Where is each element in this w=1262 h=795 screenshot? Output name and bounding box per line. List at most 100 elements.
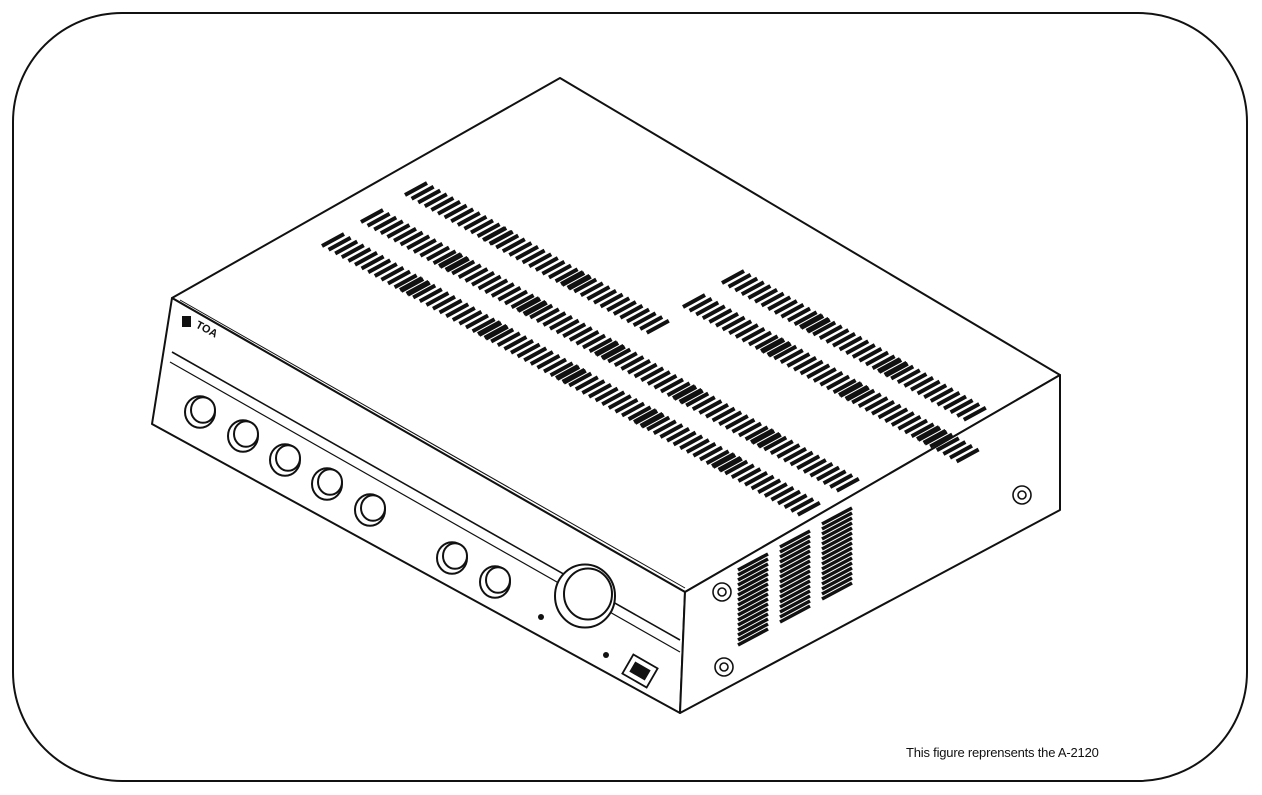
vent-slot <box>741 326 766 343</box>
vent-slot <box>727 272 752 289</box>
vent-slot <box>779 604 811 624</box>
vent-slot <box>805 316 830 333</box>
vent-slot <box>825 328 850 344</box>
vent-slot <box>548 263 572 280</box>
vent-slot <box>896 368 921 385</box>
vent-slot <box>406 234 431 251</box>
vent-slot <box>568 326 593 342</box>
vent-slot <box>757 478 782 495</box>
vent-slot <box>816 465 840 482</box>
vent-slot <box>562 322 587 339</box>
vent-slot <box>890 364 915 381</box>
vent-slot <box>438 252 462 268</box>
vent-slot <box>731 417 756 434</box>
vent-slot <box>554 267 579 284</box>
vent-slot <box>737 562 769 582</box>
vent-slot <box>734 323 759 339</box>
vent-slot <box>871 399 895 416</box>
vent-slot <box>737 552 769 572</box>
vent-slot <box>883 360 908 377</box>
vent-slot <box>393 273 418 290</box>
vent-slot <box>543 357 567 374</box>
power-switch <box>621 653 659 689</box>
vent-slot <box>451 306 476 322</box>
vent-slot <box>581 379 606 395</box>
vent-slot <box>821 576 853 596</box>
vent-slot <box>821 511 853 531</box>
vent-slot <box>711 452 735 468</box>
vent-slot <box>763 482 788 498</box>
amplifier-side-panel <box>679 374 1061 714</box>
vent-slot <box>779 589 811 609</box>
vent-slot <box>838 381 862 397</box>
vent-slot <box>747 284 772 300</box>
vent-slot <box>410 184 435 201</box>
vent-slot <box>750 428 774 444</box>
vent-slot <box>897 414 922 431</box>
vent-slot <box>754 287 778 304</box>
vent-slot <box>600 343 625 360</box>
vent-slot <box>579 281 604 298</box>
vent-slot <box>360 208 384 224</box>
vent-slot <box>373 262 398 278</box>
vent-slot <box>821 521 853 541</box>
vent-slot <box>737 597 769 617</box>
vent-slot <box>639 315 664 331</box>
vent-slot <box>393 226 417 243</box>
vent-slot <box>779 534 811 554</box>
vent-slot <box>730 463 755 480</box>
vent-slot <box>470 218 494 235</box>
vent-slot <box>737 572 769 592</box>
vent-slot <box>423 192 448 209</box>
vent-slot <box>779 549 811 569</box>
vent-slot <box>626 307 650 324</box>
vent-slot <box>790 497 815 513</box>
vent-slot <box>763 435 788 452</box>
vent-slot <box>653 373 678 390</box>
vent-slot <box>692 441 717 458</box>
vent-slot <box>922 428 947 445</box>
vent-slot <box>769 439 794 456</box>
vent-slot <box>516 296 540 312</box>
vent-slot <box>438 298 463 315</box>
vent-slot <box>534 256 559 272</box>
vent-slot <box>779 599 811 619</box>
vent-slot <box>779 539 811 559</box>
vent-slot <box>588 337 613 354</box>
vent-slot <box>754 334 779 351</box>
vent-slot <box>821 581 853 601</box>
vent-slot <box>367 258 392 275</box>
vent-slot <box>737 567 769 587</box>
vent-slot <box>724 414 749 430</box>
vent-slot <box>425 291 450 307</box>
vent-slot <box>838 335 863 352</box>
vent-slot <box>484 278 509 295</box>
vent-slot <box>508 241 533 257</box>
vent-slot <box>432 294 456 311</box>
vent-slot <box>678 387 703 404</box>
vent-slot <box>760 337 784 353</box>
vent-slot <box>955 447 980 464</box>
vent-slot <box>750 474 775 491</box>
vent-slot <box>943 394 967 411</box>
vent-slot <box>347 247 372 263</box>
vent-slot <box>779 594 811 614</box>
vent-slot <box>705 449 730 466</box>
vent-slot <box>737 627 769 647</box>
vent-slot <box>412 238 437 254</box>
vent-slot <box>555 364 579 380</box>
vent-slot <box>542 311 567 327</box>
vent-slot <box>890 411 915 427</box>
top-ventilation-slots <box>321 181 987 517</box>
vent-slot <box>802 458 827 474</box>
vent-slot <box>659 423 684 439</box>
vent-slot <box>419 241 444 258</box>
vent-slot <box>949 443 973 460</box>
vent-slot <box>679 434 704 451</box>
vent-slot <box>779 584 811 604</box>
vent-slot <box>724 459 749 476</box>
vent-slot <box>490 282 515 298</box>
volume-knob <box>311 467 343 501</box>
vent-slot <box>776 443 801 459</box>
